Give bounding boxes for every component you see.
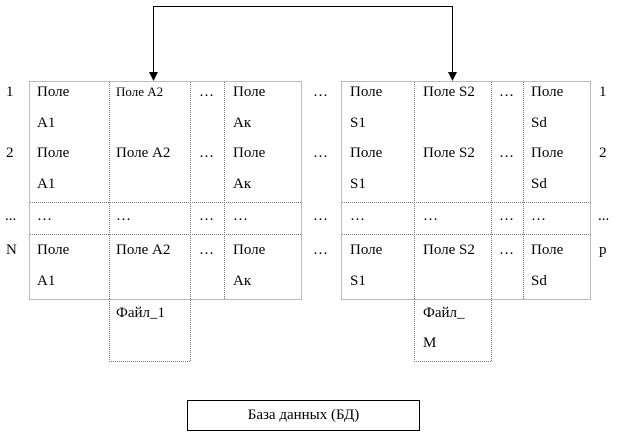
cell-a2: …	[116, 208, 131, 224]
cell-a2: Поле A2	[116, 145, 171, 161]
cell-sd: Sd	[531, 176, 547, 192]
cell-s1: S1	[350, 176, 366, 192]
cell-ellipsis: …	[499, 145, 514, 161]
cell-a2: Поле A2	[116, 242, 171, 258]
cell-ak: Поле	[233, 84, 266, 100]
right-row-number: p	[599, 242, 607, 258]
cell-ak: Ак	[233, 176, 252, 192]
cell-ak: Поле	[233, 145, 266, 161]
right-row-number: 1	[599, 84, 607, 100]
cell-s2: Поле S2	[423, 84, 475, 100]
cell-s1: …	[350, 208, 365, 224]
cell-sd: Поле	[531, 84, 564, 100]
link-line	[153, 6, 453, 79]
cell-sd: Поле	[531, 242, 564, 258]
cell-a2: Поле A2	[116, 84, 164, 99]
fileM-box	[414, 299, 492, 362]
cell-ellipsis: …	[199, 208, 214, 224]
right-row-number: ...	[598, 208, 610, 224]
cell-sd: Sd	[531, 273, 547, 289]
table1-border	[29, 81, 302, 300]
cell-ak: Ак	[233, 273, 252, 289]
cell-sd: Sd	[531, 115, 547, 131]
cell-s1: Поле	[350, 242, 383, 258]
cell-s2: Поле S2	[423, 242, 475, 258]
database-caption: База данных (БД)	[247, 407, 360, 423]
cell-ellipsis: …	[199, 242, 214, 258]
between-ellipsis: …	[313, 208, 328, 224]
cell-s1: Поле	[350, 145, 383, 161]
cell-a1: A1	[37, 176, 56, 192]
cell-ellipsis: …	[199, 84, 214, 100]
cell-ak: Ак	[233, 115, 252, 131]
cell-ellipsis: …	[499, 208, 514, 224]
row-number: 1	[6, 84, 14, 100]
cell-sd: …	[531, 208, 546, 224]
cell-a1: A1	[37, 115, 56, 131]
cell-s2: …	[423, 208, 438, 224]
right-row-number: 2	[599, 145, 607, 161]
row-number: 2	[6, 145, 14, 161]
row-number: N	[6, 242, 17, 258]
cell-s1: Поле	[350, 84, 383, 100]
fileM-label: M	[423, 335, 437, 351]
table2-border	[341, 81, 591, 300]
database-caption-box: База данных (БД)	[187, 400, 420, 431]
file1-box	[109, 299, 191, 362]
cell-a1: Поле	[37, 242, 70, 258]
between-ellipsis: …	[313, 242, 328, 258]
arrow-left	[149, 72, 158, 81]
cell-s1: S1	[350, 273, 366, 289]
cell-a1: Поле	[37, 145, 70, 161]
cell-sd: Поле	[531, 145, 564, 161]
cell-s2: Поле S2	[423, 145, 475, 161]
cell-a1: Поле	[37, 84, 70, 100]
fileM-label: Файл_	[423, 305, 465, 321]
cell-a1: A1	[37, 273, 56, 289]
file1-label: Файл_1	[116, 305, 166, 321]
cell-ak: Поле	[233, 242, 266, 258]
cell-ellipsis: …	[499, 84, 514, 100]
row-number: ...	[5, 208, 17, 224]
cell-ak: …	[233, 208, 248, 224]
arrow-right	[448, 72, 457, 81]
cell-a1: …	[37, 208, 52, 224]
cell-s1: S1	[350, 115, 366, 131]
cell-ellipsis: …	[199, 145, 214, 161]
cell-ellipsis: …	[499, 242, 514, 258]
between-ellipsis: …	[313, 145, 328, 161]
between-ellipsis: …	[313, 84, 328, 100]
